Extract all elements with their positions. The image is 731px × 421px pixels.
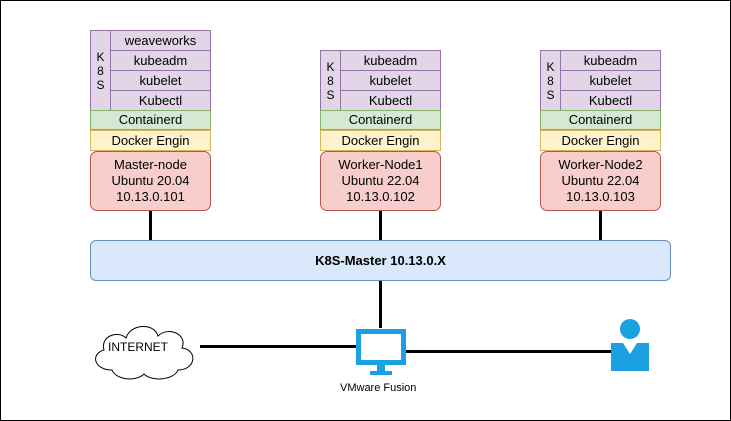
- stack-item-kubectl: Kubectl: [560, 90, 661, 111]
- docker-engine-box: Docker Engin: [90, 130, 211, 151]
- host-ip: 10.13.0.102: [346, 189, 415, 204]
- stack-item-kubectl: Kubectl: [340, 90, 441, 111]
- host-name: Worker-Node2: [558, 157, 643, 172]
- host-name: Master-node: [114, 157, 187, 172]
- k8s-letter: 8: [547, 73, 554, 88]
- k8s-letter: S: [326, 87, 335, 102]
- k8s-label: K 8 S: [540, 50, 561, 111]
- host-name: Worker-Node1: [338, 157, 423, 172]
- k8s-label: K 8 S: [320, 50, 341, 111]
- stack-item-kubeadm: kubeadm: [560, 50, 661, 71]
- docker-engine-box: Docker Engin: [540, 130, 661, 151]
- stack-item-kubelet: kubelet: [340, 70, 441, 91]
- k8s-letter: S: [546, 87, 555, 102]
- host-os: Ubuntu 22.04: [341, 173, 420, 188]
- k8s-letter: 8: [97, 63, 104, 78]
- host-box-worker2: Worker-Node2 Ubuntu 22.04 10.13.0.103: [540, 151, 661, 211]
- vmware-label: VMware Fusion: [340, 382, 417, 394]
- stack-item-kubelet: kubelet: [110, 70, 211, 91]
- k8s-label: K 8 S: [90, 30, 111, 111]
- host-ip: 10.13.0.101: [116, 189, 185, 204]
- k8s-letter: K: [326, 59, 335, 74]
- k8s-letter: 8: [327, 73, 334, 88]
- containerd-box: Containerd: [540, 110, 661, 130]
- connector-master-to-bus: [149, 211, 152, 240]
- stack-item-kubelet: kubelet: [560, 70, 661, 91]
- stack-item-kubeadm: kubeadm: [110, 50, 211, 71]
- user-icon: [611, 319, 649, 371]
- connector-vmware-to-user: [405, 350, 613, 353]
- host-ip: 10.13.0.103: [566, 189, 635, 204]
- containerd-box: Containerd: [90, 110, 211, 130]
- host-box-master: Master-node Ubuntu 20.04 10.13.0.101: [90, 151, 211, 211]
- host-os: Ubuntu 22.04: [561, 173, 640, 188]
- connector-bus-to-vmware: [379, 281, 382, 328]
- host-box-worker1: Worker-Node1 Ubuntu 22.04 10.13.0.102: [320, 151, 441, 211]
- connector-worker1-to-bus: [379, 211, 382, 240]
- stack-item-kubectl: Kubectl: [110, 90, 211, 111]
- stack-item-weaveworks: weaveworks: [110, 30, 211, 51]
- docker-engine-box: Docker Engin: [320, 130, 441, 151]
- connector-internet-to-vmware: [200, 345, 358, 348]
- network-bus: K8S-Master 10.13.0.X: [90, 240, 671, 281]
- k8s-letter: S: [96, 77, 105, 92]
- monitor-icon: [356, 329, 406, 375]
- k8s-letter: K: [96, 49, 105, 64]
- internet-label: INTERNET: [108, 340, 168, 354]
- connector-worker2-to-bus: [599, 211, 602, 240]
- stack-item-kubeadm: kubeadm: [340, 50, 441, 71]
- host-os: Ubuntu 20.04: [111, 173, 190, 188]
- cloud-icon: [95, 326, 194, 380]
- containerd-box: Containerd: [320, 110, 441, 130]
- k8s-letter: K: [546, 59, 555, 74]
